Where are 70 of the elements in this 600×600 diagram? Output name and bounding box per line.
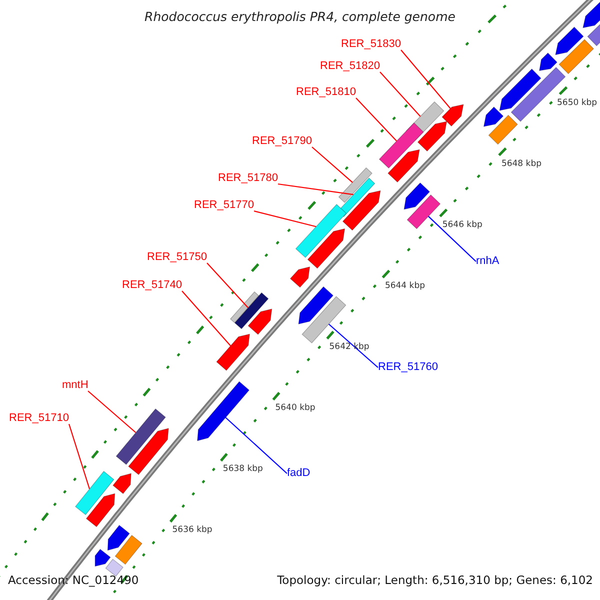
scale-label: 5646 kbp <box>442 218 482 232</box>
scale-label: 5638 kbp <box>222 463 263 476</box>
gene-bar <box>406 194 441 230</box>
gene-label: RER_51750 <box>147 251 207 264</box>
gene-bar <box>417 121 448 152</box>
leader-line <box>225 417 288 474</box>
gene-label: rnhA <box>476 255 500 268</box>
gene-bar <box>488 114 518 145</box>
gene-bar <box>307 228 346 269</box>
gene-label: RER_51710 <box>9 412 69 425</box>
scale-label: 5636 kbp <box>172 524 212 538</box>
genome-stats-text: Topology: circular; Length: 6,516,310 bp; Genes: 6,102 <box>277 573 593 588</box>
scale-label: 5640 kbp <box>275 402 316 416</box>
leader-line <box>254 210 316 228</box>
gene-bar <box>499 68 542 111</box>
gene-bar <box>442 104 464 127</box>
gene-bar <box>290 266 310 288</box>
gene-bar <box>338 167 372 203</box>
gene-bar <box>302 296 346 344</box>
gene-bar <box>582 0 600 28</box>
gene-bar <box>114 534 142 565</box>
diagram-title: Rhodococcus erythropolis PR4, complete genome <box>144 9 456 25</box>
gene-bar <box>483 106 504 127</box>
gene-label: RER_51790 <box>252 135 312 148</box>
scale-label: 5648 kbp <box>501 158 542 171</box>
gene-bar <box>94 548 111 567</box>
leader-line <box>88 390 136 433</box>
gene-bar <box>86 493 116 528</box>
gene-bar <box>298 286 334 324</box>
gene-bar <box>74 470 114 516</box>
gene-bar <box>539 52 558 71</box>
gene-bar <box>378 122 424 169</box>
gene-label: RER_51780 <box>218 172 278 185</box>
gene-bar <box>116 408 166 465</box>
scale-label: 5642 kbp <box>329 341 370 354</box>
gene-bar <box>295 204 347 258</box>
gene-bar <box>107 524 130 551</box>
leader-line <box>380 72 421 117</box>
gene-bar <box>342 190 381 231</box>
leader-line <box>328 324 378 368</box>
leader-line <box>68 424 90 490</box>
scale-label: 5644 kbp <box>384 280 426 294</box>
gene-label: RER_51770 <box>194 199 254 212</box>
gene-bar <box>555 26 584 56</box>
leader-line <box>356 98 397 142</box>
gene-bar <box>197 381 250 442</box>
gene-bar <box>404 182 430 210</box>
leader-line <box>278 183 354 196</box>
gene-bar <box>112 473 132 494</box>
gene-bar <box>388 149 420 183</box>
gene-label: RER_51830 <box>341 38 401 51</box>
gene-label: fadD <box>287 467 310 480</box>
gene-label: RER_51760 <box>378 361 438 374</box>
leader-line <box>182 290 232 346</box>
gene-bar <box>105 558 124 577</box>
gene-bar <box>128 428 169 476</box>
gene-label: RER_51740 <box>122 279 182 292</box>
gene-label: mntH <box>62 379 88 392</box>
gene-bar <box>216 334 250 371</box>
leader-line <box>400 50 451 109</box>
gene-bar <box>234 292 269 330</box>
leader-line <box>312 146 353 183</box>
scale-label: 5650 kbp <box>557 96 598 110</box>
gene-bar <box>558 39 594 74</box>
leader-line <box>428 216 476 262</box>
gene-label: RER_51820 <box>320 60 380 73</box>
gene-bar <box>248 308 272 335</box>
gene-label: RER_51810 <box>296 86 356 99</box>
gene-bar <box>230 291 260 324</box>
leader-line <box>206 262 248 308</box>
